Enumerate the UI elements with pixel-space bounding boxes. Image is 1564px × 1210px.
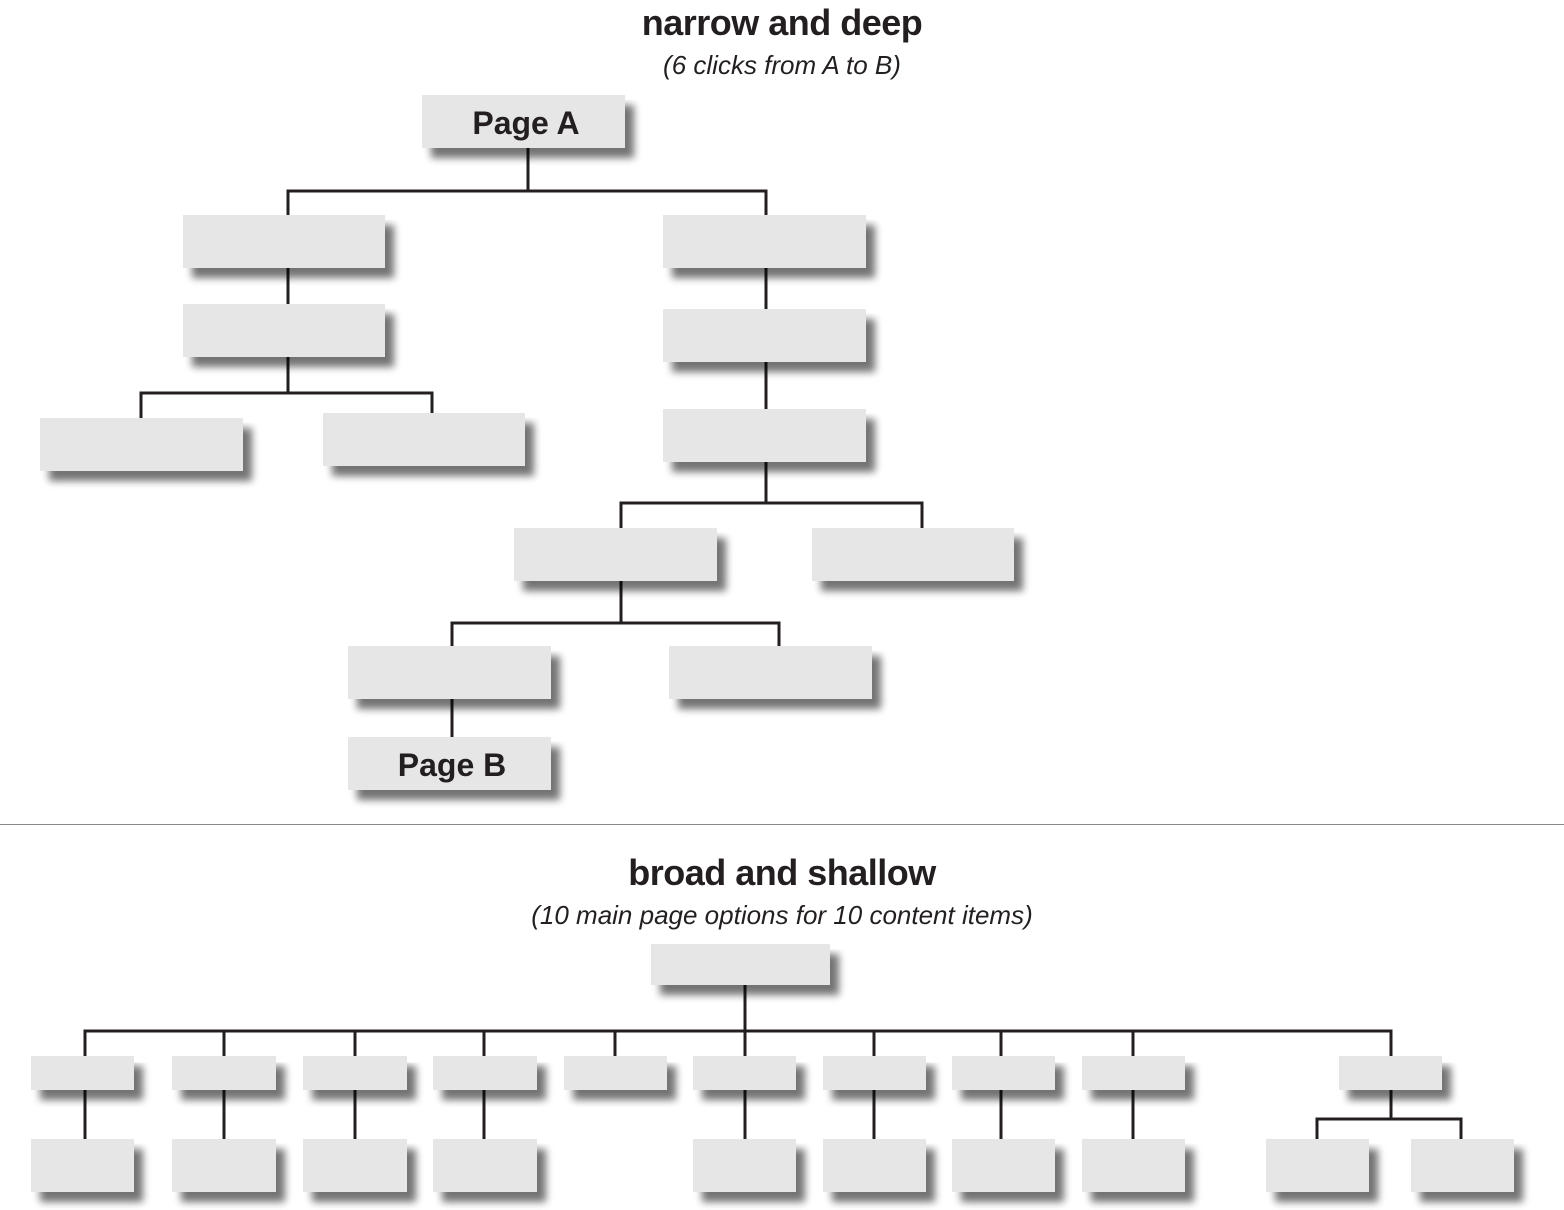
deep-l3-right-box	[663, 409, 866, 462]
deep-l1-right-box	[663, 215, 866, 268]
broad-main-3-box	[303, 1056, 407, 1090]
broad-main-8-box	[952, 1056, 1055, 1090]
broad-child-1-box	[31, 1139, 134, 1192]
page-boxes	[31, 95, 1514, 1192]
page-a-box	[422, 95, 625, 148]
broad-main-6-box	[693, 1056, 796, 1090]
broad-child-2-box	[172, 1139, 276, 1192]
broad-main-5-box	[564, 1056, 667, 1090]
broad-root-box	[651, 944, 830, 985]
broad-child-8-box	[952, 1139, 1055, 1192]
broad-main-2-box	[172, 1056, 276, 1090]
page-b-box	[348, 737, 551, 790]
deep-l4-right-box	[812, 528, 1014, 581]
deep-l2-right-box	[663, 309, 866, 362]
broad-main-7-box	[823, 1056, 926, 1090]
deep-l4-left-box	[514, 528, 717, 581]
broad-child-10b-box	[1411, 1139, 1514, 1192]
broad-child-4-box	[433, 1139, 537, 1192]
deep-section-subtitle: (6 clicks from A to B)	[663, 50, 901, 80]
broad-main-4-box	[433, 1056, 537, 1090]
deep-l3-left-b-box	[323, 413, 525, 466]
broad-child-3-box	[303, 1139, 407, 1192]
broad-main-1-box	[31, 1056, 134, 1090]
page-a-label: Page A	[472, 105, 579, 141]
deep-l2-left-box	[183, 304, 385, 357]
page-b-label: Page B	[398, 747, 506, 783]
deep-l5-left-box	[348, 646, 551, 699]
deep-section-title: narrow and deep	[641, 2, 923, 43]
broad-child-6-box	[693, 1139, 796, 1192]
broad-main-9-box	[1082, 1056, 1185, 1090]
broad-child-9-box	[1082, 1139, 1185, 1192]
connector-lines	[83, 146, 1463, 1141]
deep-l1-left-box	[183, 215, 385, 268]
broad-section-title: broad and shallow	[628, 852, 936, 893]
broad-child-10a-box	[1266, 1139, 1369, 1192]
deep-l3-left-a-box	[40, 418, 243, 471]
deep-l5-right-box	[669, 646, 872, 699]
broad-child-7-box	[823, 1139, 926, 1192]
broad-main-10-box	[1339, 1056, 1442, 1090]
broad-section-subtitle: (10 main page options for 10 content ite…	[531, 900, 1033, 930]
section-divider	[0, 824, 1564, 825]
